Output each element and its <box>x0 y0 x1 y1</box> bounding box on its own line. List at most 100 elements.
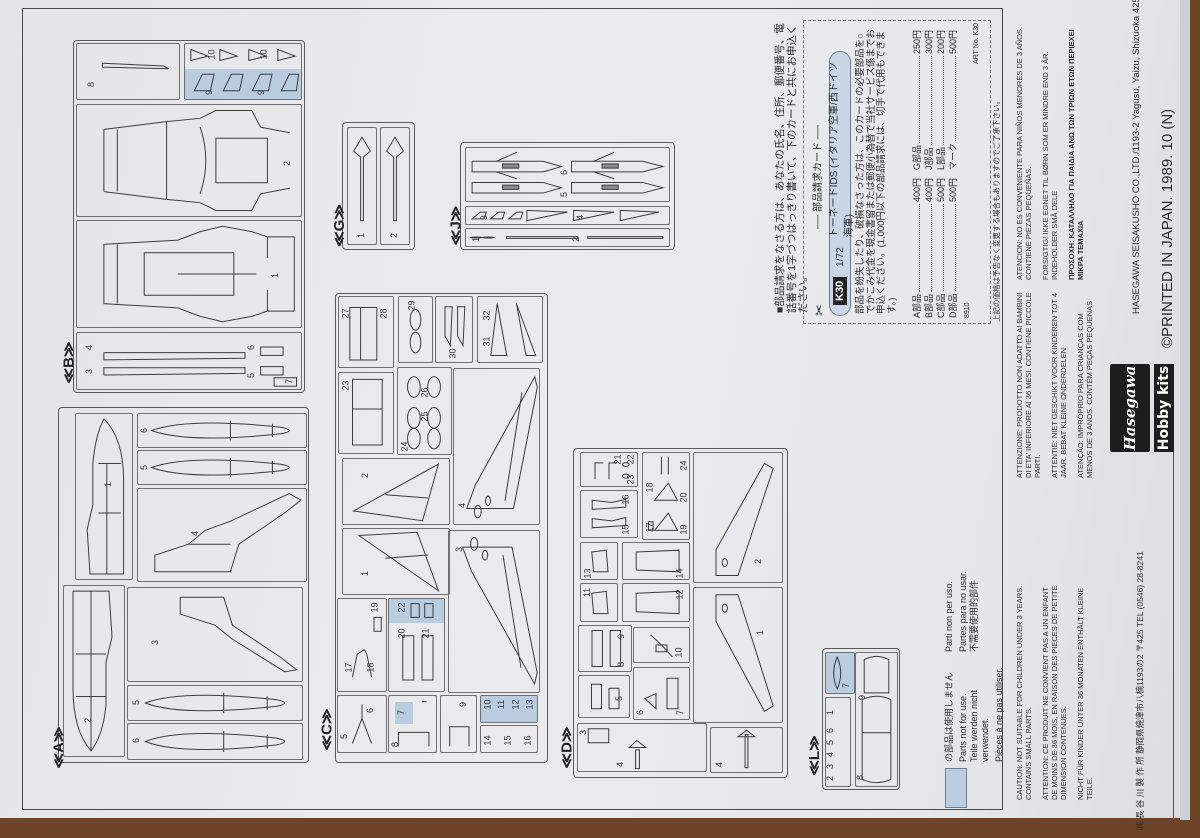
part-number: 3 <box>150 639 161 646</box>
warning-de: NICHT FÜR KINDER UNTER 36 MONATEN ENTHÄL… <box>1076 587 1094 800</box>
divider-line <box>1173 410 1174 818</box>
seat-drawing <box>579 676 629 717</box>
part-cell: 7 8 <box>388 695 437 753</box>
part-number: 4 <box>190 530 201 537</box>
legend-es: Partes para no usar. <box>958 570 968 652</box>
part-cell: 3 4 <box>577 723 707 772</box>
part-number: 1 <box>755 629 766 636</box>
part-price: 250円 <box>912 30 922 55</box>
part-cell: 29 <box>398 296 433 363</box>
legend-fr: Pièces à ne pas utiliser. <box>994 667 1004 762</box>
part-price: 500円 <box>948 178 958 203</box>
wing-drawing <box>128 588 302 681</box>
logo-brand: Hasegawa <box>1110 364 1150 452</box>
part-number: 12 <box>510 699 521 710</box>
part-number: 5 <box>246 372 257 379</box>
warning-column-1: CAUTION: NOT SUITABLE FOR CHILDREN UNDER… <box>1015 575 1102 800</box>
company-address-jp: ㈱ 長 谷 川 製 作 所 静岡県焼津市八楠1193の2 〒425 TEL (0… <box>1135 551 1145 830</box>
price-row[interactable]: G部品 250円 <box>911 30 923 170</box>
card-title: ── 部品請求カード ── <box>813 125 824 229</box>
part-number: 10 <box>206 49 217 60</box>
kit-code: K30 <box>833 276 847 305</box>
part-cell-unused: 7 <box>825 652 855 694</box>
wing-glove-drawing <box>694 588 782 722</box>
part-number: 7 <box>396 709 407 716</box>
part-number: 8 <box>855 774 866 781</box>
fuel-tank-drawing <box>138 451 306 484</box>
scissors-icon: ✂ <box>811 304 827 316</box>
stabilizer-drawing <box>343 529 449 594</box>
part-number: 7 <box>284 378 295 385</box>
part-cell-wing: 3 <box>127 587 303 682</box>
panel-drawing <box>579 626 631 671</box>
part-number: 1 <box>471 236 482 243</box>
part-cell: 6 7 <box>633 667 690 720</box>
part-number: 5 <box>131 699 142 706</box>
parts-order-card <box>803 20 991 324</box>
part-number: 9 <box>616 633 627 640</box>
part-number: 4 <box>714 761 725 768</box>
part-number: 1 <box>356 232 367 239</box>
part-number: 9 <box>857 694 868 701</box>
hasegawa-logo: Hasegawa Hobby kits <box>1110 364 1174 452</box>
fuselage-upper-drawing <box>77 105 301 216</box>
rods-drawing <box>77 333 301 389</box>
small-parts-drawing <box>643 453 689 539</box>
part-cell: 4 <box>453 368 540 525</box>
part-number: 13 <box>582 568 593 579</box>
flap-drawing <box>478 297 542 362</box>
wheels-drawing <box>398 368 451 454</box>
wing-glove-drawing <box>694 453 782 582</box>
warning-en: CAUTION: NOT SUITABLE FOR CHILDREN UNDER… <box>1015 585 1033 800</box>
sprue-l-frame <box>822 648 900 790</box>
part-number: 24 <box>399 441 410 452</box>
part-cell: 15 16 <box>580 490 638 538</box>
missile-drawing <box>711 728 782 772</box>
part-number: 3 <box>454 546 465 553</box>
part-number: 10 <box>673 647 684 658</box>
fuel-tank-drawing <box>128 686 302 720</box>
part-name: G部品 <box>912 144 922 170</box>
part-number: 1 <box>360 570 371 577</box>
part-number: 5 <box>559 191 570 198</box>
part-number: 5 <box>139 464 150 471</box>
fuselage-side-drawing <box>76 414 132 579</box>
part-number: 23 <box>340 380 351 391</box>
part-number: 9 <box>458 701 469 708</box>
part-cell: 23 <box>338 372 394 454</box>
logo-subtitle: Hobby kits <box>1154 364 1174 452</box>
part-number: 31 <box>481 336 492 347</box>
part-number: 14 <box>674 568 685 579</box>
wing-drawing <box>138 489 306 581</box>
part-number: 29 <box>406 300 417 311</box>
part-cell-pylon: 2 <box>380 127 410 245</box>
part-number: 1 <box>103 481 114 488</box>
strut-drawing <box>338 696 386 752</box>
unused-parts-highlight <box>389 599 444 623</box>
part-number: 11 <box>496 699 507 710</box>
gear-doors-drawing <box>389 599 444 691</box>
part-number: 3 <box>84 368 95 375</box>
legend-text: の部品は使用しません Parts not for use. Teile werd… <box>944 542 1005 762</box>
warning-fr: ATTENTION: CE PRODUIT NE CONVIENT PAS A … <box>1041 585 1068 800</box>
sprue-l-label: ≪L≫ <box>805 735 823 776</box>
part-number: 22 <box>625 454 636 465</box>
part-name: L部品 <box>936 146 946 170</box>
stabilizer-drawing <box>343 459 449 524</box>
tail-fin-drawing <box>454 369 539 524</box>
price-footnote: 上記の価格は予告なく変更する場合もありますのでご了承下さい。 <box>992 97 1001 322</box>
part-cell: 2 <box>342 458 450 525</box>
part-cell-fins: 3 4 <box>465 206 670 225</box>
part-number: 6 <box>559 169 570 176</box>
sprue-b-frame <box>73 40 305 393</box>
part-number: 5 <box>339 733 350 740</box>
part-cell: 9 <box>440 695 477 753</box>
